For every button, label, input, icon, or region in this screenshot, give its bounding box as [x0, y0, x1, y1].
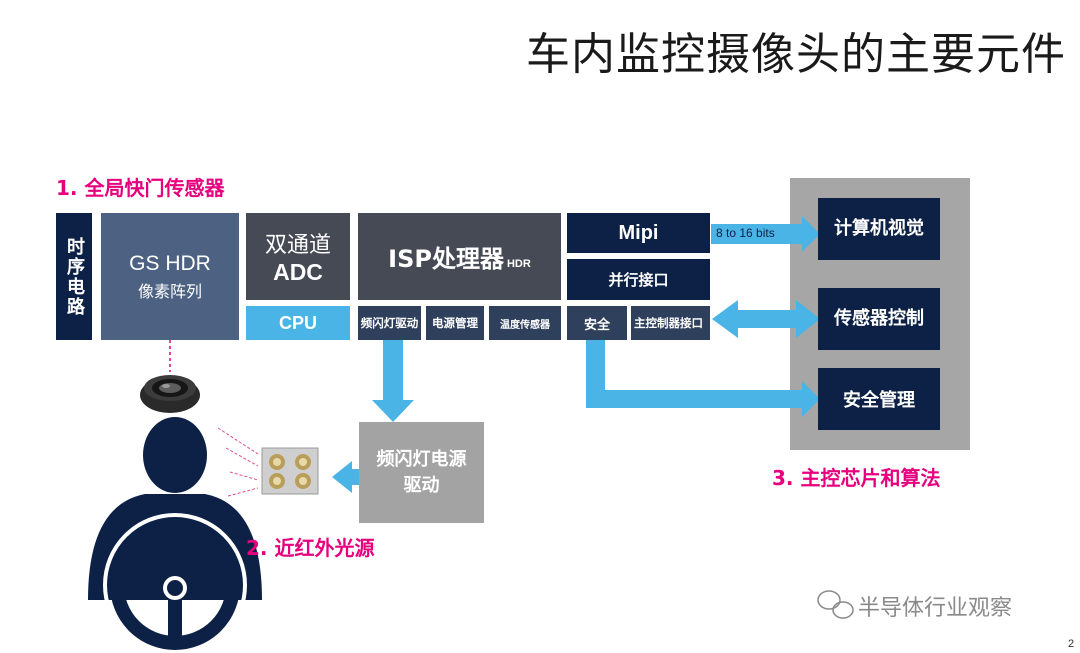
- watermark-text: 半导体行业观察: [858, 596, 1013, 621]
- pixel-array-block: GS HDR 像素阵列: [101, 213, 239, 340]
- page-number: 2: [1068, 638, 1075, 650]
- safety-block: 安全: [567, 306, 627, 340]
- pixel-array-subtitle: 像素阵列: [137, 281, 202, 301]
- isp-block: ISP处理器 HDR: [358, 213, 561, 300]
- temperature-sensor-block: 温度传感器: [489, 306, 561, 340]
- flash-driver-block: 频闪灯驱动: [358, 306, 421, 340]
- page-title: 车内监控摄像头的主要元件: [526, 29, 1066, 80]
- power-management-label: 电源管理: [432, 316, 478, 330]
- computer-vision-block: 计算机视觉: [818, 198, 940, 260]
- sensor-control-block: 传感器控制: [818, 288, 940, 350]
- host-section-label: 3. 主控芯片和算法: [772, 466, 941, 490]
- flash-power-driver-label: 频闪灯电源驱动: [376, 448, 467, 496]
- timing-circuit-block: 时序电路: [56, 213, 92, 340]
- wechat-watermark-icon: [817, 590, 854, 619]
- mipi-block: Mipi: [567, 213, 710, 253]
- safety-management-label: 安全管理: [843, 390, 915, 411]
- flash-driver-arrow: [372, 340, 414, 422]
- sensor-control-label: 传感器控制: [834, 308, 924, 329]
- adc-subtitle: ADC: [273, 259, 323, 285]
- ir-led-icon: [261, 447, 319, 495]
- safety-management-block: 安全管理: [818, 368, 940, 430]
- parallel-interface-label: 并行接口: [608, 271, 669, 289]
- timing-circuit-label: 时序电路: [64, 236, 85, 317]
- mipi-output-arrow: [711, 216, 820, 252]
- adc-title: 双通道: [264, 233, 331, 258]
- power-management-block: 电源管理: [426, 306, 484, 340]
- temperature-sensor-label: 温度传感器: [500, 319, 550, 331]
- flash-driver-label: 频闪灯驱动: [360, 316, 419, 330]
- driver-silhouette-icon: [88, 417, 262, 653]
- safety-label: 安全: [583, 317, 610, 333]
- adc-block: 双通道 ADC: [246, 213, 350, 300]
- camera-lens-icon: [140, 375, 200, 413]
- cpu-label: CPU: [278, 312, 317, 333]
- pixel-array-title: GS HDR: [129, 251, 211, 275]
- isp-label: ISP处理器: [388, 245, 504, 273]
- host-interface-label: 主控制器接口: [634, 316, 703, 330]
- ir-light-rays: [217, 427, 259, 497]
- parallel-interface-block: 并行接口: [567, 259, 710, 300]
- computer-vision-label: 计算机视觉: [834, 218, 924, 239]
- light-section-label: 2. 近红外光源: [246, 536, 375, 560]
- isp-hdr-label: HDR: [506, 257, 531, 270]
- sensor-section-label: 1. 全局快门传感器: [56, 176, 225, 200]
- cpu-block: CPU: [246, 306, 350, 340]
- safety-route-arrow: [586, 340, 820, 417]
- host-interface-block: 主控制器接口: [631, 306, 710, 340]
- led-drive-arrow: [332, 461, 362, 493]
- bit-width-label: 8 to 16 bits: [716, 226, 775, 240]
- mipi-label: Mipi: [618, 221, 659, 244]
- flash-power-driver-block: 频闪灯电源驱动: [359, 422, 484, 523]
- control-bidirectional-arrow: [712, 300, 820, 338]
